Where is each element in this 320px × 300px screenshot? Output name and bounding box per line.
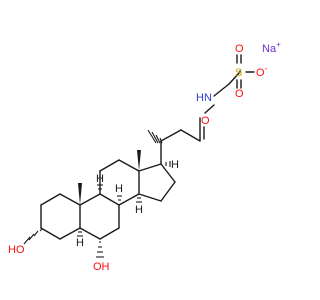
ring-b [79,193,120,240]
molecule-structure-canvas: Na+ O- O S O H N O HO OH H H H H H [8,40,281,273]
amide-oxygen-label: O [201,115,210,127]
c3-hydroxyl-hash [23,228,43,245]
ring-c [99,159,140,206]
sulfonate-o-minus-label: O- [256,64,268,79]
ring-a [40,193,81,240]
sulfonate-o-lower-label: O [235,88,244,100]
skeletal-formula: Na+ O- O S O H N O HO OH H H H H H [8,40,281,273]
h-c14-label: H [135,204,143,216]
h-c8-label: H [115,183,123,195]
sulfur-label: S [235,67,242,79]
c20-methyl-hash [147,129,163,144]
c10-methyl-wedge [78,183,82,205]
taurine-chain [213,70,241,97]
sulfonate-o-upper-label: O [235,43,244,55]
h-c9-label: H [96,173,104,185]
c13-methyl-wedge [137,150,141,171]
amide-nitrogen-label: N [204,92,212,104]
stereo-h-hashes [77,161,171,237]
sulfonate-bonds [236,54,255,89]
sodium-label: Na+ [262,40,281,55]
side-chain [160,104,215,165]
hydroxyl-3-label: HO [8,244,25,256]
amide-hydrogen-label: H [196,92,204,104]
h-c17-label: H [171,159,179,171]
c6-hydroxyl-hash [96,241,104,258]
h-c5-label: H [76,237,84,249]
hydroxyl-6-label: OH [93,261,110,273]
ring-d [138,163,176,202]
